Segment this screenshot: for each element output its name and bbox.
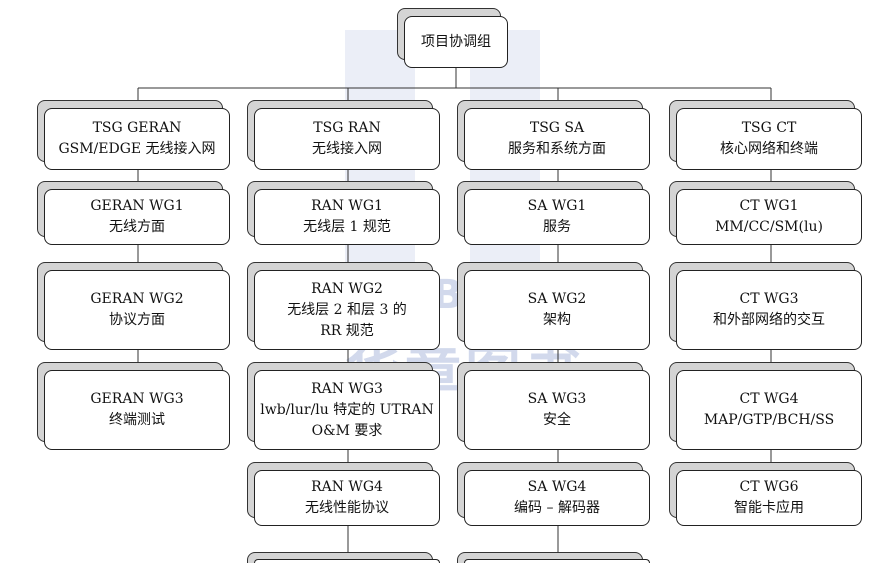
tsg-box-text: TSG CT [741, 120, 797, 136]
wg-box-text: CT WG6 [739, 479, 799, 495]
wg-box-text: 协议方面 [109, 312, 165, 328]
wg-box: GERAN WG3 终端测试 [44, 370, 230, 450]
wg-box: RAN WG1 无线层 1 规范 [254, 189, 440, 245]
wg-box-text: 无线方面 [109, 219, 165, 235]
wg-box-text: SA WG2 [527, 291, 587, 307]
tsg-box: TSG SA 服务和系统方面 [464, 108, 650, 170]
wg-box: CT WG3 和外部网络的交互 [676, 270, 862, 350]
cutoff-box [464, 559, 650, 563]
wg-box: CT WG6 智能卡应用 [676, 470, 862, 526]
wg-box-text: 和外部网络的交互 [713, 312, 825, 328]
wg-box-text: RAN WG2 [311, 280, 383, 297]
wg-box-text: GERAN WG3 [90, 391, 184, 407]
cutoff-box-shadow [457, 552, 643, 563]
wg-box-text: RAN WG4 [311, 479, 383, 495]
wg-box: SA WG2 架构 [464, 270, 650, 350]
wg-box-text: CT WG4 [739, 391, 799, 407]
wg-box-text: O&M 要求 [311, 422, 383, 439]
wg-box-text: 无线层 2 和层 3 的 [287, 301, 407, 318]
wg-box-text: MAP/GTP/BCH/SS [703, 412, 835, 428]
wg-box-text: 无线性能协议 [305, 500, 389, 516]
wg-box-text: GERAN WG1 [90, 198, 184, 214]
wg-box-text: GERAN WG2 [90, 291, 184, 307]
wg-box: SA WG1 服务 [464, 189, 650, 245]
tsg-box: TSG CT 核心网络和终端 [676, 108, 862, 170]
tsg-box-text: 无线接入网 [312, 141, 382, 157]
cutoff-box [254, 559, 440, 563]
wg-box-text: SA WG4 [527, 479, 587, 495]
tsg-box-text: TSG RAN [313, 120, 381, 136]
wg-box-text: 安全 [543, 412, 571, 428]
cutoff-box-shadow [247, 552, 433, 563]
root-box: 项目协调组 [404, 16, 508, 68]
wg-box-text: CT WG1 [739, 198, 799, 214]
wg-box: GERAN WG1 无线方面 [44, 189, 230, 245]
wg-box: RAN WG3 lwb/lur/lu 特定的 UTRAN O&M 要求 [254, 370, 440, 450]
tsg-box-text: 服务和系统方面 [508, 141, 606, 157]
tsg-box: TSG RAN 无线接入网 [254, 108, 440, 170]
wg-box-text: RAN WG1 [311, 198, 383, 214]
wg-box: RAN WG2 无线层 2 和层 3 的 RR 规范 [254, 270, 440, 350]
wg-box: SA WG4 编码 – 解码器 [464, 470, 650, 526]
wg-box-text: SA WG3 [527, 391, 587, 407]
tsg-box-text: TSG SA [529, 120, 585, 136]
wg-box: GERAN WG2 协议方面 [44, 270, 230, 350]
wg-box-text: 智能卡应用 [734, 500, 804, 516]
wg-box: RAN WG4 无线性能协议 [254, 470, 440, 526]
wg-box-text: RR 规范 [320, 322, 374, 339]
root-box-text: 项目协调组 [421, 33, 491, 50]
tsg-box-text: GSM/EDGE 无线接入网 [58, 141, 216, 157]
wg-box-text: RAN WG3 [311, 380, 383, 397]
wg-box-text: 架构 [543, 312, 571, 328]
wg-box-text: SA WG1 [527, 198, 587, 214]
wg-box-text: 终端测试 [109, 412, 165, 428]
wg-box: SA WG3 安全 [464, 370, 650, 450]
wg-box-text: 服务 [543, 219, 571, 235]
wg-box-text: MM/CC/SM(lu) [715, 219, 823, 235]
wg-box-text: lwb/lur/lu 特定的 UTRAN [260, 401, 434, 418]
tsg-box-text: TSG GERAN [92, 120, 182, 136]
wg-box-text: CT WG3 [739, 291, 799, 307]
tsg-box-text: 核心网络和终端 [720, 141, 818, 157]
wg-box-text: 编码 – 解码器 [514, 500, 600, 516]
wg-box-text: 无线层 1 规范 [303, 219, 391, 235]
tsg-box: TSG GERAN GSM/EDGE 无线接入网 [44, 108, 230, 170]
